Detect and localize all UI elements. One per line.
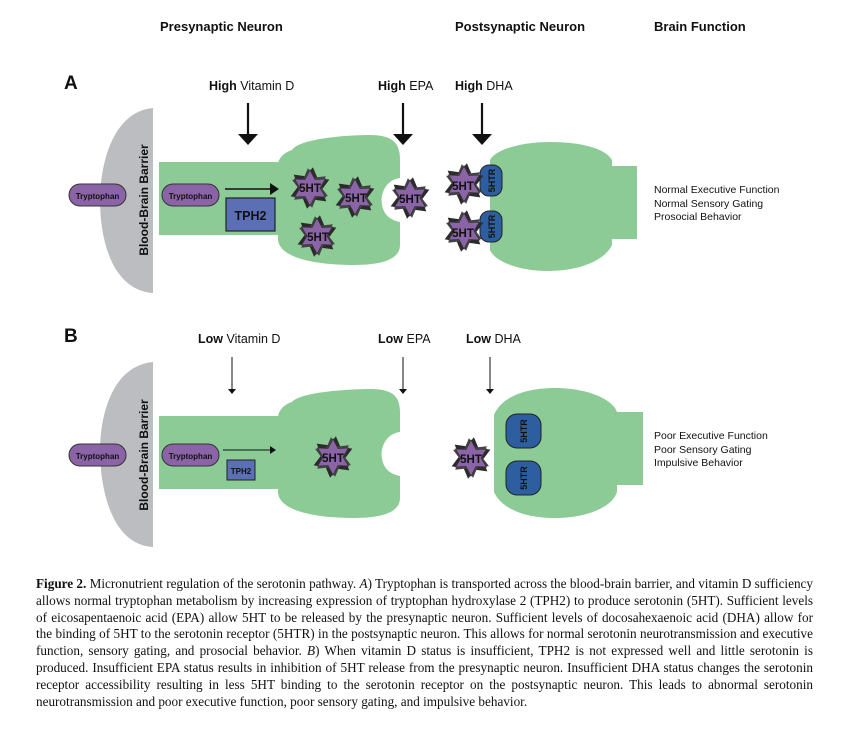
tph2-enzyme: TPH2 (226, 459, 256, 481)
function-item: Poor Executive Function (654, 430, 768, 442)
postsynaptic-dendrite (615, 412, 643, 485)
level: High (209, 79, 237, 93)
blood-brain-barrier-label: Blood-Brain Barrier (137, 399, 151, 511)
function-item: Impulsive Behavior (654, 457, 743, 469)
tryptophan-outside: Tryptophan (68, 443, 127, 467)
tryptophan-inside: Tryptophan (161, 183, 220, 207)
serotonin-molecule: 5HT (333, 173, 377, 221)
tryptophan-label: Tryptophan (76, 192, 120, 201)
serotonin-label: 5HT (399, 194, 421, 206)
postsynaptic-neuron (494, 388, 617, 518)
header-postsynaptic: Postsynaptic Neuron (455, 19, 586, 34)
caption-text-3: ) When vitamin D status is insufficient,… (36, 643, 813, 709)
serotonin-molecule: 5HT (288, 164, 332, 212)
receptor-label: 5HTR (519, 466, 529, 490)
nutrient: EPA (409, 79, 434, 93)
tph2-enzyme: TPH2 (225, 197, 276, 232)
panel-b-epa-label: Low EPA (378, 332, 431, 346)
serotonin-label: 5HT (452, 228, 474, 240)
serotonin-molecule: 5HT (388, 174, 432, 222)
serotonin-pathway-diagram: Blood-Brain Barrier Tryptophan Tryptopha… (68, 103, 643, 547)
tph2-label: TPH2 (231, 467, 252, 476)
panel-a: Blood-Brain Barrier Tryptophan Tryptopha… (68, 103, 637, 293)
nutrient: EPA (406, 332, 431, 346)
tryptophan-outside: Tryptophan (68, 183, 127, 207)
serotonin-label: 5HT (452, 181, 474, 193)
receptor-label: 5HTR (487, 168, 497, 192)
serotonin-molecule: 5HT (295, 212, 339, 260)
function-item: Normal Sensory Gating (654, 197, 764, 210)
level: High (455, 79, 483, 93)
tryptophan-label: Tryptophan (169, 452, 213, 461)
panel-b-dha-label: Low DHA (466, 332, 521, 346)
serotonin-receptor: 5HTR (479, 164, 503, 197)
blood-brain-barrier-shape (100, 108, 153, 293)
header-brain-function: Brain Function (654, 19, 746, 34)
serotonin-molecule: 5HT (442, 207, 486, 255)
serotonin-label: 5HT (345, 193, 367, 205)
nutrient: Vitamin D (240, 79, 295, 93)
receptor-label: 5HTR (519, 419, 529, 443)
panel-a-epa-label: High EPA (378, 79, 433, 93)
panel-a-functions: Normal Executive Function Normal Sensory… (654, 184, 779, 225)
dha-arrow-b (486, 357, 494, 394)
caption-text-2: ) Tryptophan is transported across the b… (36, 576, 813, 659)
level: Low (198, 332, 223, 346)
receptor-label: 5HTR (487, 214, 497, 238)
serotonin-label: 5HT (299, 183, 321, 195)
serotonin-molecule: 5HT (449, 434, 493, 482)
serotonin-receptor: 5HTR (505, 460, 542, 496)
caption-a-marker: A (359, 576, 368, 591)
blood-brain-barrier-label: Blood-Brain Barrier (137, 144, 151, 256)
level: Low (378, 332, 403, 346)
figure-caption: Figure 2. Micronutrient regulation of th… (36, 576, 813, 710)
serotonin-label: 5HT (460, 454, 482, 466)
serotonin-label: 5HT (307, 232, 329, 244)
serotonin-molecule: 5HT (442, 160, 486, 208)
conversion-arrow-head (270, 183, 279, 195)
serotonin-receptor: 5HTR (479, 210, 503, 243)
panel-b-letter: B (64, 326, 78, 347)
panel-a-vitamin-d-label: High Vitamin D (209, 79, 294, 93)
panel-b-vitamin-d-label: Low Vitamin D (198, 332, 280, 346)
function-item: Normal Executive Function (654, 184, 780, 196)
tryptophan-label: Tryptophan (169, 192, 213, 201)
epa-arrow-b (399, 357, 407, 394)
conversion-arrow-head (270, 446, 276, 454)
level: High (378, 79, 406, 93)
panel-a-letter: A (64, 73, 78, 94)
panel-a-dha-label: High DHA (455, 79, 513, 93)
caption-b-marker: B (307, 643, 316, 659)
caption-text-1: Micronutrient regulation of the serotoni… (86, 576, 360, 591)
vitamin-d-arrow-a (238, 103, 258, 145)
tryptophan-inside: Tryptophan (161, 443, 220, 467)
panel-b-functions: Poor Executive Function Poor Sensory Gat… (654, 430, 768, 471)
level: Low (466, 332, 491, 346)
dha-arrow-a (472, 103, 492, 145)
tryptophan-label: Tryptophan (76, 452, 120, 461)
presynaptic-terminal (278, 135, 400, 265)
tph2-label: TPH2 (235, 209, 267, 223)
postsynaptic-neuron (490, 142, 612, 271)
panel-b: Blood-Brain Barrier Tryptophan Tryptopha… (68, 357, 643, 547)
serotonin-label: 5HT (322, 453, 344, 465)
header-presynaptic: Presynaptic Neuron (160, 19, 283, 34)
nutrient: DHA (494, 332, 521, 346)
vitamin-d-arrow-b (228, 357, 236, 394)
postsynaptic-dendrite (610, 166, 637, 239)
serotonin-molecule: 5HT (311, 433, 355, 481)
nutrient: Vitamin D (226, 332, 281, 346)
nutrient: DHA (486, 79, 513, 93)
serotonin-receptor: 5HTR (505, 413, 542, 449)
function-item: Poor Sensory Gating (654, 443, 752, 456)
caption-label: Figure 2. (36, 576, 87, 591)
epa-arrow-a (393, 103, 413, 145)
blood-brain-barrier-shape (100, 362, 153, 547)
function-item: Prosocial Behavior (654, 211, 742, 223)
